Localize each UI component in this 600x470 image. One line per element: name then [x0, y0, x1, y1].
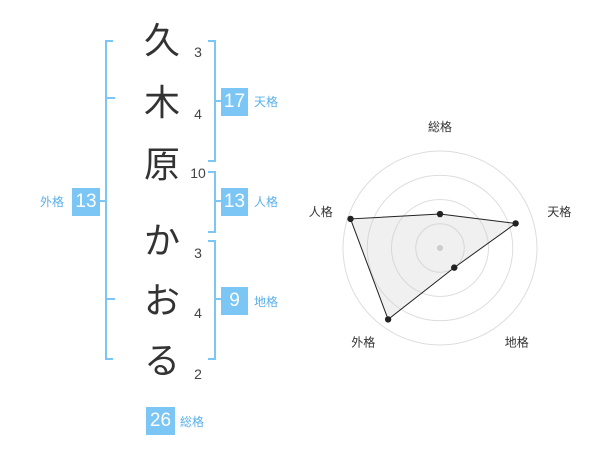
gaikaku-connector [99, 200, 107, 202]
stroke-count-6: 2 [194, 366, 202, 382]
tenkaku-badge: 17 [221, 88, 248, 116]
radar-data-polygon [349, 213, 517, 321]
stroke-count-2: 4 [194, 106, 202, 122]
radar-ring-2 [391, 199, 489, 297]
jinkaku-badge: 13 [221, 188, 248, 216]
name-char-5: お [143, 281, 180, 322]
name-char-1: 久 [143, 21, 180, 62]
radar-axis-label-1: 総格 [428, 119, 452, 134]
radar-axis-label-4: 外格 [351, 335, 375, 350]
radar-ring-1 [415, 223, 465, 273]
jinkaku-connector [214, 200, 222, 202]
chikaku-connector [214, 298, 222, 300]
gaikaku-badge: 13 [72, 188, 100, 216]
radar-ring-3 [366, 174, 514, 322]
tenkaku-connector [214, 100, 222, 102]
soukaku-badge: 26 [146, 407, 175, 435]
radar-axis-label-2: 天格 [547, 204, 571, 219]
stroke-count-1: 3 [194, 44, 202, 60]
stroke-count-4: 3 [194, 245, 202, 261]
gaikaku-bracket-mid-tick [105, 298, 115, 300]
chikaku-label: 地格 [254, 295, 279, 309]
chikaku-bracket [208, 240, 216, 360]
soukaku-label: 総格 [180, 415, 205, 429]
name-char-6: る [143, 341, 180, 382]
radar-point-3 [451, 264, 458, 271]
radar-point-5 [347, 215, 354, 223]
radar-center-dot [437, 245, 443, 251]
gaikaku-bracket-top-tick [105, 97, 115, 99]
radar-axis-label-3: 地格 [505, 335, 529, 350]
name-char-3: 原 [143, 145, 180, 186]
jinkaku-label: 人格 [254, 195, 279, 209]
tenkaku-label: 天格 [254, 95, 279, 109]
radar-point-1 [436, 210, 444, 218]
name-char-2: 木 [143, 83, 180, 124]
radar-point-2 [512, 220, 519, 227]
radar-axis-label-5: 人格 [309, 204, 333, 219]
radar-point-4 [384, 316, 392, 323]
name-char-4: か [143, 221, 180, 262]
chikaku-badge: 9 [221, 287, 248, 315]
gaikaku-label: 外格 [40, 195, 65, 209]
stroke-count-3: 10 [190, 165, 206, 181]
stroke-count-5: 4 [194, 305, 202, 321]
jinkaku-bracket [208, 171, 216, 233]
